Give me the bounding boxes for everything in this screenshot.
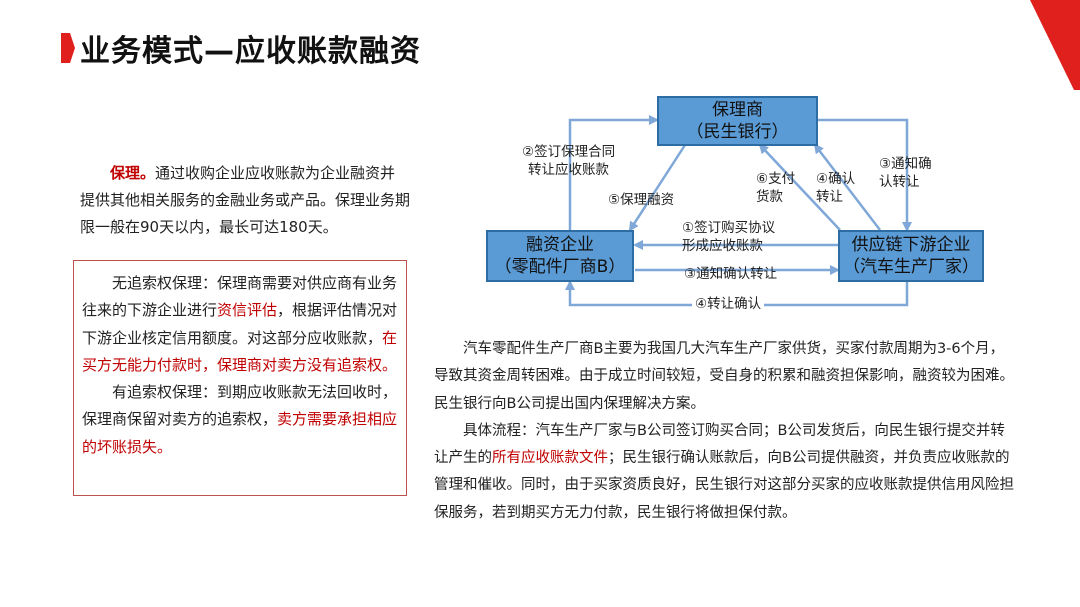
node-supplier: 融资企业 （零配件厂商B） — [486, 230, 634, 282]
edge-4b-label: ④转让确认 — [692, 295, 765, 313]
edge-6-arrow — [758, 143, 841, 231]
non-recourse-highlight-1: 资信评估 — [217, 301, 278, 320]
edge-3a-label: ③通知确 认转让 — [879, 155, 932, 191]
node-factor-sub: （民生银行） — [686, 122, 789, 142]
edge-2-label-line2: 转让应收账款 — [528, 162, 610, 178]
non-recourse-text-a: 无追索权保理：保理商需要对供应商有业务往来的下游企业进行 — [82, 274, 398, 320]
edge-6-label: ⑥支付 货款 — [756, 170, 795, 206]
edge-2-label: ②签订保理合同 转让应收账款 — [522, 143, 615, 179]
edge-3a-arrow — [818, 118, 912, 232]
non-recourse-paragraph: 无追索权保理：保理商需要对供应商有业务往来的下游企业进行资信评估，根据评估情况对… — [82, 270, 400, 379]
recourse-highlight: 卖方需要承担相应的坏账损失。 — [82, 410, 398, 456]
case-p2-highlight: 所有应收账款文件 — [492, 450, 608, 467]
title-marker-icon — [61, 33, 75, 63]
recourse-box — [73, 260, 407, 496]
non-recourse-text-b: ，根据评估情况对下游企业核定信用额度。对这部分应收账款， — [82, 301, 398, 347]
edge-5-arrow — [628, 144, 687, 232]
edge-2-arrow — [568, 115, 659, 230]
edge-1-label: ①签订购买协议 形成应收账款 — [682, 219, 775, 255]
edge-4a-label-line2: 转让 — [816, 189, 843, 205]
intro-text: 通过收购企业应收账款为企业融资并提供其他相关服务的金融业务或产品。保理业务期限一… — [80, 164, 411, 236]
case-p2-text-a: 具体流程：汽车生产厂家与B公司签订购买合同；B公司发货后，向民生银行提交并转让产… — [434, 422, 1005, 467]
edge-3a-label-line2: 认转让 — [879, 174, 920, 190]
non-recourse-highlight-2: 在买方无能力付款时，保理商对卖方没有追索权。 — [82, 328, 398, 374]
node-factor-name: 保理商 — [712, 100, 763, 120]
intro-term: 保理。 — [110, 164, 156, 182]
case-paragraph-2: 具体流程：汽车生产厂家与B公司签订购买合同；B公司发货后，向民生银行提交并转让产… — [434, 418, 1014, 527]
edge-4a-arrow — [813, 143, 881, 231]
edge-5-label: ⑤保理融资 — [608, 192, 675, 208]
node-buyer-sub: （汽车生产厂家） — [843, 257, 979, 277]
node-factor: 保理商 （民生银行） — [657, 96, 818, 146]
case-paragraph-1: 汽车零配件生产厂商B主要为我国几大汽车生产厂家供货，买家付款周期为3-6个月，导… — [434, 341, 1014, 412]
edge-3a-label-line1: ③通知确 — [879, 156, 932, 172]
recourse-paragraph: 有追索权保理：到期应收账款无法回收时，保理商保留对卖方的追索权，卖方需要承担相应… — [82, 379, 400, 461]
case-study-text: 汽车零配件生产厂商B主要为我国几大汽车生产厂家供货，买家付款周期为3-6个月，导… — [434, 336, 1014, 527]
edge-6-label-line2: 货款 — [756, 189, 783, 205]
recourse-text: 无追索权保理：保理商需要对供应商有业务往来的下游企业进行资信评估，根据评估情况对… — [82, 270, 400, 461]
edge-3b-label: ③通知确认转让 — [684, 266, 778, 282]
edge-4a-label: ④确认 转让 — [816, 170, 855, 206]
node-buyer-name: 供应链下游企业 — [851, 235, 971, 255]
edge-1-label-line1: ①签订购买协议 — [682, 220, 776, 236]
edge-1-label-line2: 形成应收账款 — [682, 238, 763, 254]
case-p2-text-b: ；民生银行确认账款后，向B公司提供融资，并负责应收账款的管理和催收。同时，由于买… — [434, 450, 1014, 521]
node-buyer: 供应链下游企业 （汽车生产厂家） — [838, 230, 984, 282]
node-supplier-sub: （零配件厂商B） — [494, 257, 626, 277]
edge-4a-label-line1: ④确认 — [816, 171, 856, 187]
page-title: 业务模式—应收账款融资 — [80, 34, 421, 69]
intro-paragraph: 保理。通过收购企业应收账款为企业融资并提供其他相关服务的金融业务或产品。保理业务… — [80, 160, 410, 241]
node-supplier-name: 融资企业 — [526, 235, 594, 255]
edge-2-label-line1: ②签订保理合同 — [522, 144, 616, 160]
corner-decoration — [1030, 0, 1080, 90]
recourse-text-a: 有追索权保理：到期应收账款无法回收时，保理商保留对卖方的追索权， — [82, 383, 398, 429]
edge-6-label-line1: ⑥支付 — [756, 171, 796, 187]
factoring-flow-diagram: 保理商 （民生银行） 融资企业 （零配件厂商B） 供应链下游企业 （汽车生产厂家… — [470, 90, 1010, 320]
